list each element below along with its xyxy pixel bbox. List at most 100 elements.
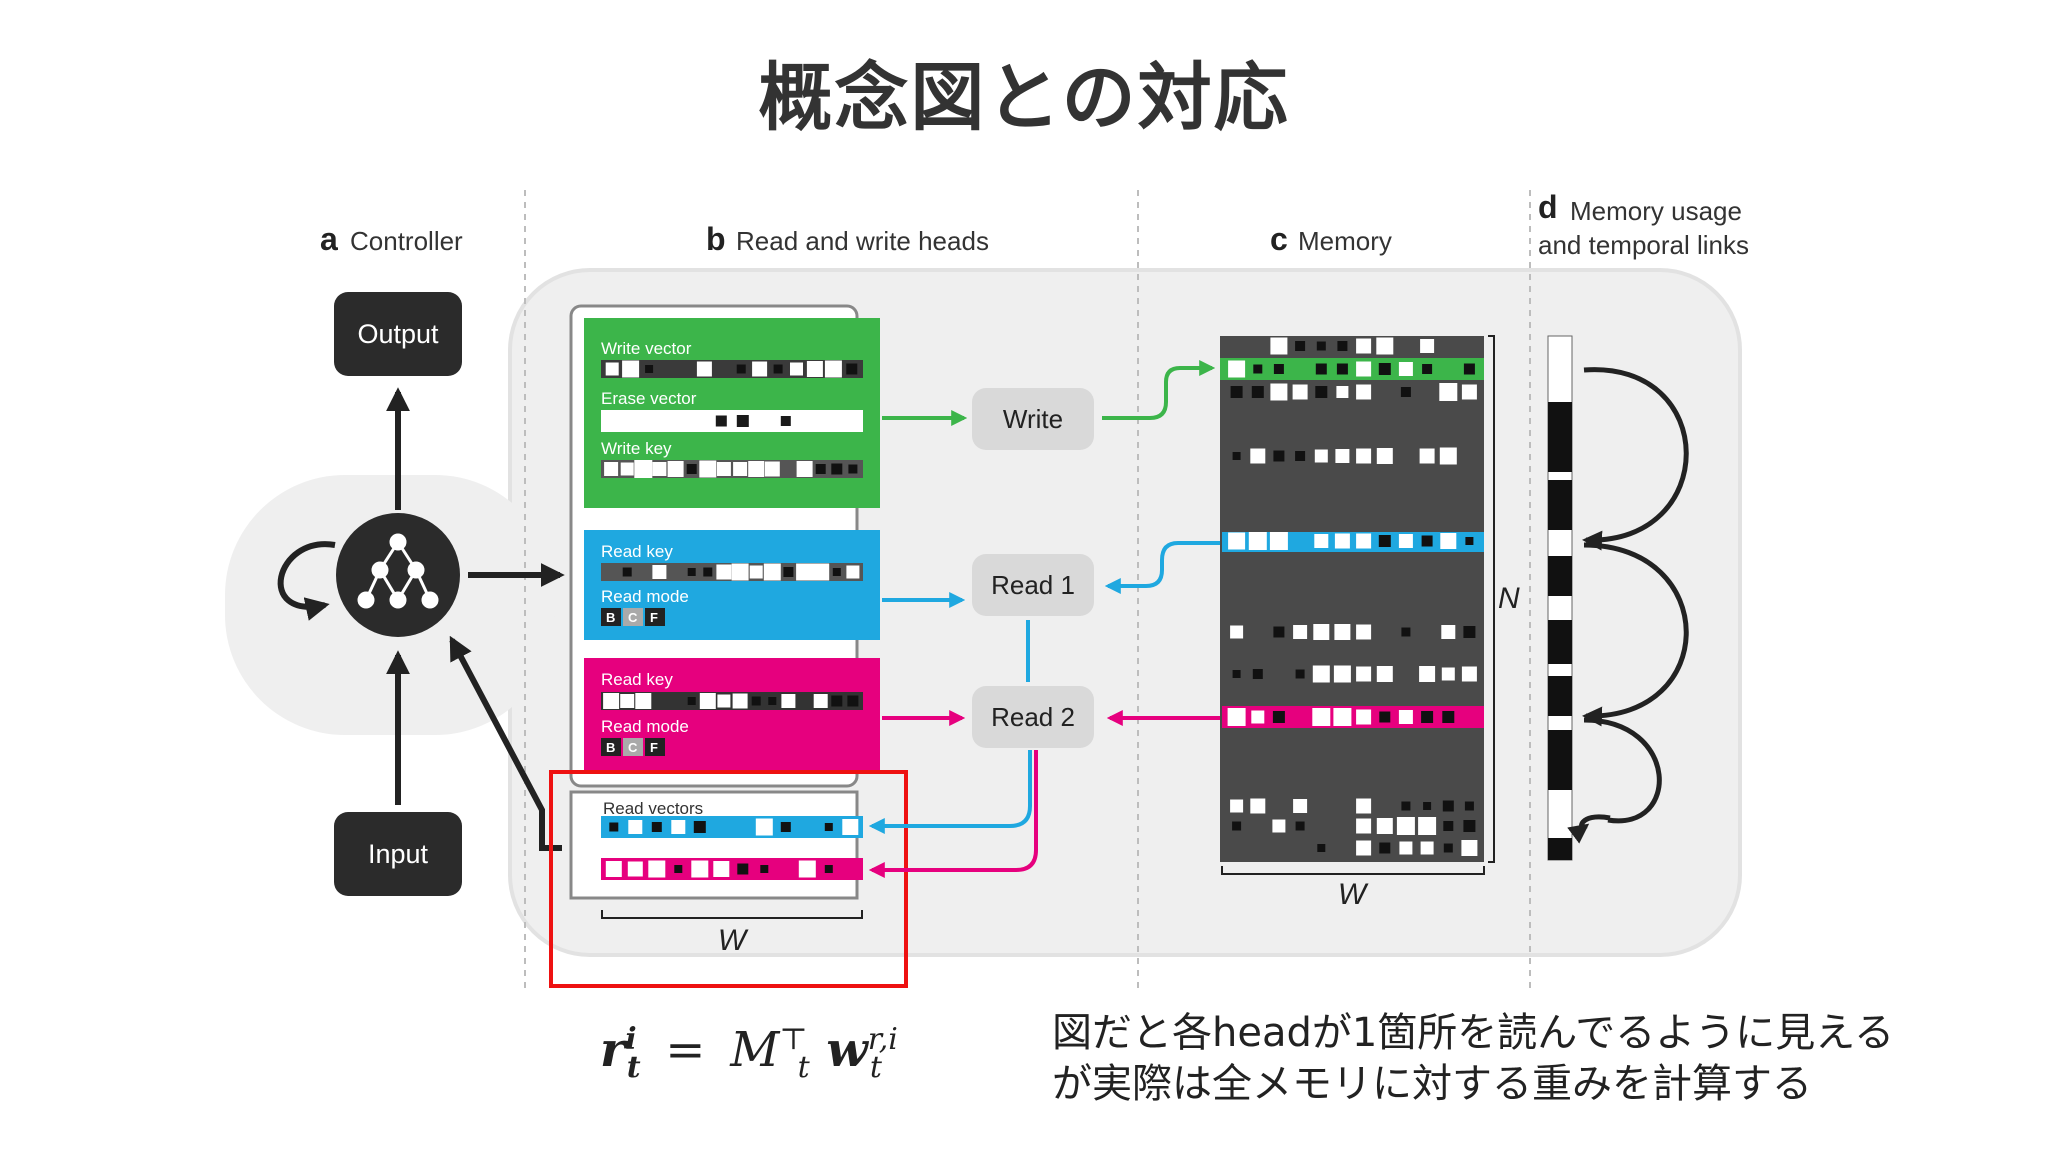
- vector-cell: [1336, 386, 1349, 398]
- vector-cell: [605, 362, 619, 376]
- vector-cell: [687, 697, 696, 705]
- section-dividers: [524, 190, 1531, 990]
- memory-write-row: [1220, 358, 1484, 380]
- vector-cell: [1232, 452, 1241, 460]
- vector-cell: [1273, 626, 1285, 638]
- vector-cell: [1312, 708, 1331, 726]
- vector-cell: [813, 694, 828, 708]
- section-c-label: Memory: [1298, 226, 1392, 256]
- vector-cell: [1418, 817, 1437, 835]
- read-key-1-label: Read key: [601, 542, 673, 561]
- vector-cell: [1419, 448, 1435, 464]
- vector-cell: [716, 564, 732, 580]
- vector-cell: [648, 860, 666, 878]
- vector-cell: [1439, 447, 1457, 465]
- write-head: Write vector Erase vector Write key: [584, 318, 880, 508]
- output-label: Output: [357, 319, 439, 349]
- vector-cell: [628, 820, 643, 834]
- vector-cell: [1442, 711, 1455, 723]
- vector-cell: [1316, 341, 1326, 351]
- vector-cell: [764, 461, 780, 477]
- vector-cell: [671, 820, 686, 834]
- vector-cell: [824, 823, 833, 831]
- vector-cell: [1251, 710, 1265, 724]
- vector-cell: [604, 462, 619, 476]
- vector-cell: [1228, 532, 1246, 550]
- vector-cell: [824, 865, 833, 873]
- read1-op-label: Read 1: [991, 570, 1075, 600]
- vector-cell: [1356, 448, 1372, 464]
- note-line-2: が実際は全メモリに対する重みを計算する: [1052, 1061, 1812, 1107]
- read-vectors-width-label: W: [718, 924, 749, 957]
- vector-cell: [1442, 800, 1454, 812]
- vector-cell: [1273, 364, 1284, 374]
- formula-lhs-sup: i: [625, 1022, 637, 1057]
- vector-cell: [1463, 626, 1476, 638]
- vector-cell: [626, 412, 644, 430]
- vector-cell: [1356, 818, 1372, 834]
- vector-cell: [620, 694, 635, 708]
- write-op-label: Write: [1003, 404, 1063, 434]
- vector-cell: [736, 415, 749, 427]
- vector-cell: [1251, 386, 1264, 398]
- vector-cell: [1400, 387, 1411, 397]
- vector-cell: [1399, 841, 1413, 855]
- vector-cell: [627, 861, 643, 877]
- vector-cell: [1315, 363, 1327, 375]
- vector-cell: [749, 565, 763, 579]
- vector-cell: [796, 563, 814, 581]
- vector-cell: [1422, 364, 1433, 374]
- vector-cell: [781, 694, 796, 708]
- vector-cell: [760, 865, 769, 873]
- mode-b-1: B: [606, 610, 615, 625]
- vector-cell: [1420, 339, 1435, 353]
- vector-cell: [1250, 798, 1266, 814]
- section-a-label: Controller: [350, 226, 463, 256]
- vector-cell: [686, 464, 697, 474]
- vector-cell: [716, 462, 731, 476]
- vector-cell: [1461, 384, 1477, 400]
- vector-cell: [736, 364, 746, 374]
- formula-lhs-sub: t: [626, 1049, 641, 1085]
- erase-vector-label: Erase vector: [601, 389, 697, 408]
- vector-cell: [1378, 363, 1391, 375]
- vector-cell: [755, 818, 773, 836]
- formula-m-sub: t: [797, 1049, 810, 1085]
- vector-cell: [1379, 711, 1391, 723]
- formula-lhs: r: [600, 1022, 626, 1078]
- vector-cell: [693, 415, 706, 427]
- vector-cell: [1376, 337, 1394, 355]
- vector-cell: [1314, 449, 1328, 463]
- vector-cell: [1378, 535, 1391, 547]
- vector-cell: [1421, 711, 1434, 723]
- vector-cell: [1376, 448, 1393, 464]
- read-vector-2-bar: [601, 858, 863, 880]
- vector-cell: [1356, 709, 1372, 725]
- input-label: Input: [368, 839, 429, 869]
- vector-cell: [1295, 669, 1305, 679]
- vector-cell: [622, 567, 632, 577]
- vector-cell: [1232, 670, 1241, 678]
- vector-cell: [1463, 820, 1476, 832]
- section-d-label-2: and temporal links: [1538, 230, 1749, 260]
- highlight-box: [549, 770, 908, 988]
- vector-cell: [1461, 666, 1477, 682]
- vector-cell: [635, 693, 652, 709]
- vector-cell: [1440, 533, 1457, 549]
- vector-cell: [752, 361, 768, 377]
- vector-cell: [737, 863, 749, 875]
- vector-cell: [645, 365, 654, 373]
- mode-f-2: F: [650, 740, 658, 755]
- vector-cell: [780, 416, 791, 426]
- vector-cell: [1356, 361, 1372, 377]
- note-line-1: 図だと各headが1箇所を読んでるように見える: [1052, 1010, 1895, 1056]
- formula-m-sup: ⊤: [779, 1022, 808, 1057]
- vector-cells: [603, 337, 1478, 878]
- vector-cell: [674, 865, 683, 873]
- read2-op-label: Read 2: [991, 702, 1075, 732]
- vector-cell: [1230, 799, 1244, 813]
- vector-cell: [1443, 821, 1454, 831]
- vector-cell: [1356, 533, 1372, 549]
- read-vector-1-bar: [601, 816, 863, 838]
- page-title: 概念図との対応: [758, 55, 1290, 141]
